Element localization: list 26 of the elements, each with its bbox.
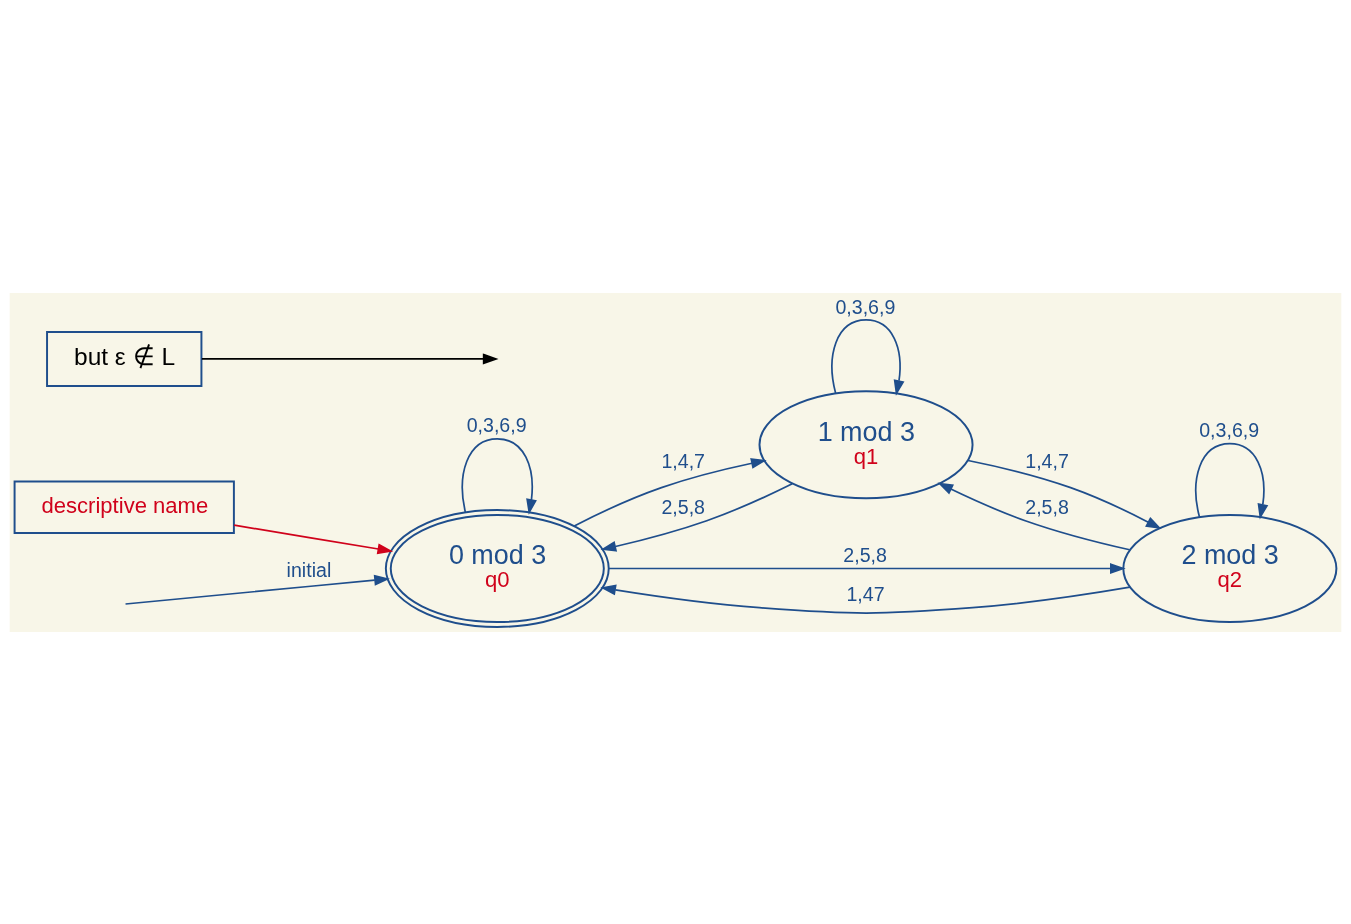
arrow	[573, 457, 767, 527]
arrow	[233, 523, 394, 554]
edge-label: 2,5,8	[661, 495, 706, 518]
edge-label: 1,4,7	[1025, 449, 1069, 472]
arrow	[831, 318, 905, 396]
edge-label: 1,4,7	[661, 449, 706, 472]
edge-label: 2,5,8	[843, 543, 887, 566]
node-ellipse: 0 mod 3 q0	[384, 508, 610, 628]
arrow	[937, 482, 1131, 551]
arrow	[124, 574, 390, 605]
edge-label: 0,3,6,9	[1199, 418, 1260, 441]
edge-label: 1,47	[846, 582, 885, 605]
arrow	[200, 352, 499, 364]
edge-label: 2,5,8	[1025, 495, 1069, 518]
edge-label: 0,3,6,9	[466, 413, 527, 436]
edge-label: initial	[286, 558, 332, 581]
edge-label: 0,3,6,9	[835, 295, 896, 318]
node-box: descriptive name	[13, 480, 235, 534]
node-box: but ε ∉ L	[46, 330, 203, 387]
arrow	[600, 482, 794, 552]
node-ellipse: 1 mod 3 q1	[758, 389, 974, 499]
arrow	[461, 437, 537, 515]
arrow	[1195, 442, 1269, 519]
arrow	[600, 584, 1131, 614]
arrow	[967, 459, 1162, 529]
arrow	[608, 562, 1126, 574]
